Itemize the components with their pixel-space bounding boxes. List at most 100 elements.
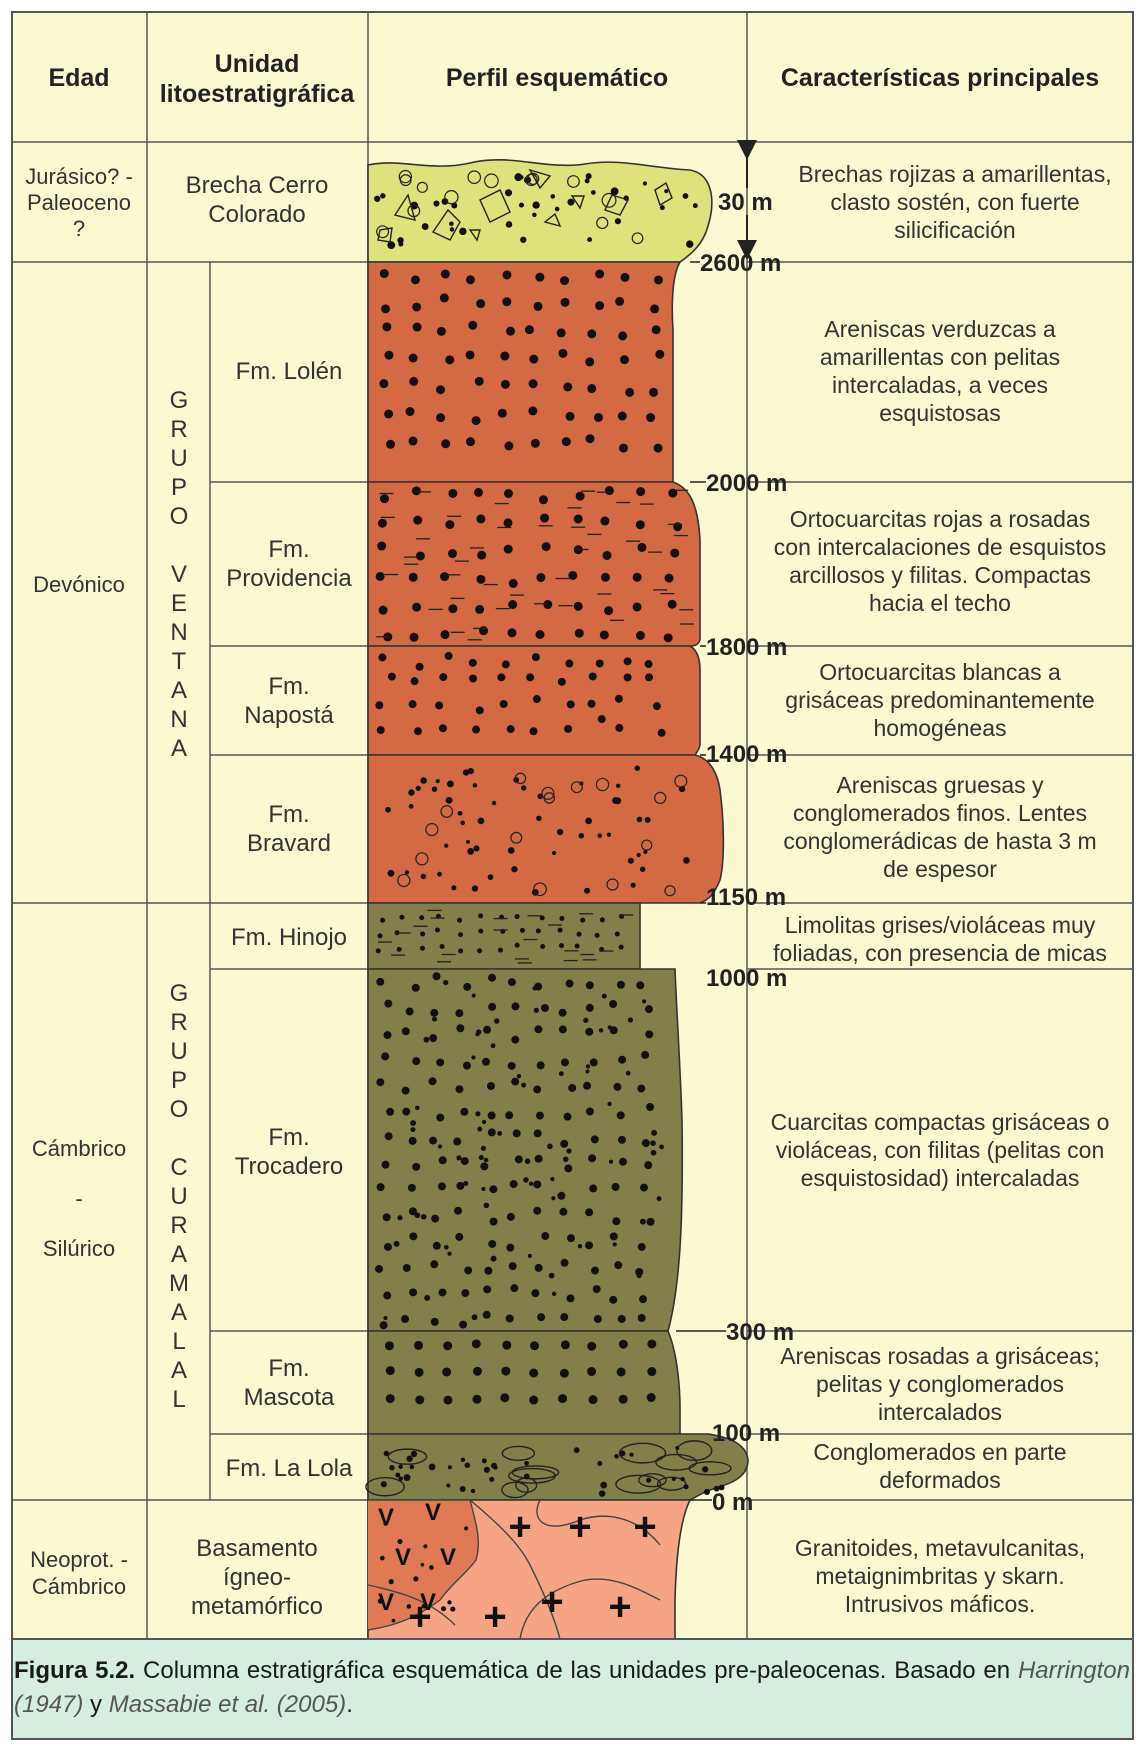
- grain-dot: [381, 1052, 389, 1060]
- grain-dot: [562, 437, 571, 446]
- grain-dot: [483, 1311, 491, 1319]
- grain-dot: [510, 1180, 518, 1188]
- grain-dot: [587, 1342, 596, 1351]
- grain-dot: [540, 944, 545, 949]
- grain-dot: [598, 715, 606, 723]
- grain-dot: [640, 1184, 648, 1192]
- grain-dot: [645, 1030, 653, 1038]
- grain-dot: [624, 657, 632, 665]
- grain-dot: [525, 325, 534, 334]
- grain-dot: [559, 1071, 564, 1076]
- grain-dot: [412, 486, 421, 495]
- grain-dot: [386, 440, 395, 449]
- header-unidad-line2: litoestratigráfica: [160, 80, 356, 108]
- unit-mascota-2: Mascota: [244, 1384, 335, 1411]
- grain-dot: [626, 1071, 631, 1076]
- grain-dot: [433, 200, 439, 206]
- group-letter: V: [171, 561, 187, 588]
- grain-dot: [633, 602, 642, 611]
- grain-dot: [478, 929, 483, 934]
- grain-dot: [558, 928, 563, 933]
- grain-dot: [472, 416, 481, 425]
- grain-dot: [488, 1112, 496, 1120]
- unit-bravard-2: Bravard: [247, 830, 331, 857]
- grain-dot: [397, 947, 402, 952]
- grain-dot: [628, 858, 634, 864]
- grain-dot: [481, 1146, 486, 1151]
- grain-dot: [585, 1241, 593, 1249]
- grain-dot: [498, 948, 503, 953]
- grain-dot: [386, 1108, 394, 1116]
- grain-dot: [536, 573, 545, 582]
- grain-dot: [412, 302, 421, 311]
- grain-dot: [412, 603, 421, 612]
- grain-dot: [458, 932, 463, 937]
- grain-dot: [637, 853, 641, 857]
- grain-dot: [380, 1321, 388, 1329]
- grain-dot: [502, 1341, 511, 1350]
- grain-dot: [432, 786, 438, 792]
- desc-mascota-2: pelitas y conglomerados: [816, 1371, 1064, 1397]
- grain-dot: [392, 1619, 396, 1623]
- grain-dot: [532, 986, 536, 990]
- grain-dot: [557, 328, 566, 337]
- grain-dot: [436, 779, 440, 783]
- grain-dot: [443, 980, 448, 985]
- grain-dot: [586, 1107, 594, 1115]
- desc-hinojo-2: foliadas, con presencia de micas: [773, 940, 1107, 966]
- grain-dot: [610, 1232, 618, 1240]
- grain-dot: [560, 1140, 568, 1148]
- grain-dot: [448, 549, 457, 558]
- grain-dot: [380, 494, 389, 503]
- desc-basamento-2: metaignimbritas y skarn.: [815, 1563, 1064, 1589]
- grain-dot: [608, 1025, 612, 1029]
- unit-trocadero-1: Fm.: [268, 1124, 309, 1151]
- grain-dot: [615, 724, 623, 732]
- grain-dot: [654, 444, 663, 453]
- grain-dot: [558, 1394, 567, 1403]
- grain-dot: [464, 1526, 468, 1530]
- desc-bravard-4: de espesor: [883, 856, 997, 882]
- grain-dot: [506, 1314, 514, 1322]
- grain-dot: [476, 299, 485, 308]
- grain-dot: [443, 1341, 452, 1350]
- grain-dot: [494, 1018, 499, 1023]
- grain-dot: [378, 1598, 383, 1603]
- grain-dot: [559, 1009, 567, 1017]
- grain-dot: [507, 628, 516, 637]
- desc-lalola-1: Conglomerados en parte: [813, 1439, 1066, 1465]
- grain-dot: [534, 302, 543, 311]
- desc-providencia-4: hacia el techo: [869, 590, 1011, 616]
- grain-dot: [629, 1453, 633, 1457]
- grain-dot: [521, 1083, 526, 1088]
- grain-dot: [552, 1292, 556, 1296]
- grain-dot: [471, 1055, 475, 1059]
- desc-naposta-1: Ortocuarcitas blancas a: [819, 659, 1061, 685]
- grain-dot: [543, 600, 552, 609]
- grain-dot: [619, 1395, 628, 1404]
- grain-dot: [558, 349, 567, 358]
- group-letter: U: [170, 445, 187, 472]
- grain-dot: [492, 801, 496, 805]
- desc-trocadero-1: Cuarcitas compactas grisáceas o: [771, 1109, 1110, 1135]
- header-unidad: Unidad: [215, 50, 300, 78]
- grain-dot: [378, 933, 383, 938]
- caption-citation-massabie[interactable]: Massabie et al. (2005): [109, 1691, 346, 1718]
- grain-dot: [519, 203, 524, 208]
- grain-dot: [525, 1158, 531, 1164]
- grain-dot: [625, 388, 634, 397]
- grain-dot: [550, 1177, 554, 1181]
- grain-dot: [594, 413, 603, 422]
- grain-dot: [461, 1458, 465, 1462]
- grain-dot: [443, 1396, 452, 1405]
- grain-dot: [408, 789, 414, 795]
- grain-dot: [439, 1156, 447, 1164]
- grain-dot: [436, 385, 445, 394]
- grain-dot: [561, 1340, 570, 1349]
- grain-dot: [375, 1265, 383, 1273]
- grain-dot: [460, 1108, 468, 1116]
- grain-dot: [686, 240, 693, 247]
- unit-naposta-2: Napostá: [244, 702, 334, 729]
- grain-dot: [618, 1136, 626, 1144]
- desc-mascota-3: intercalados: [878, 1399, 1002, 1425]
